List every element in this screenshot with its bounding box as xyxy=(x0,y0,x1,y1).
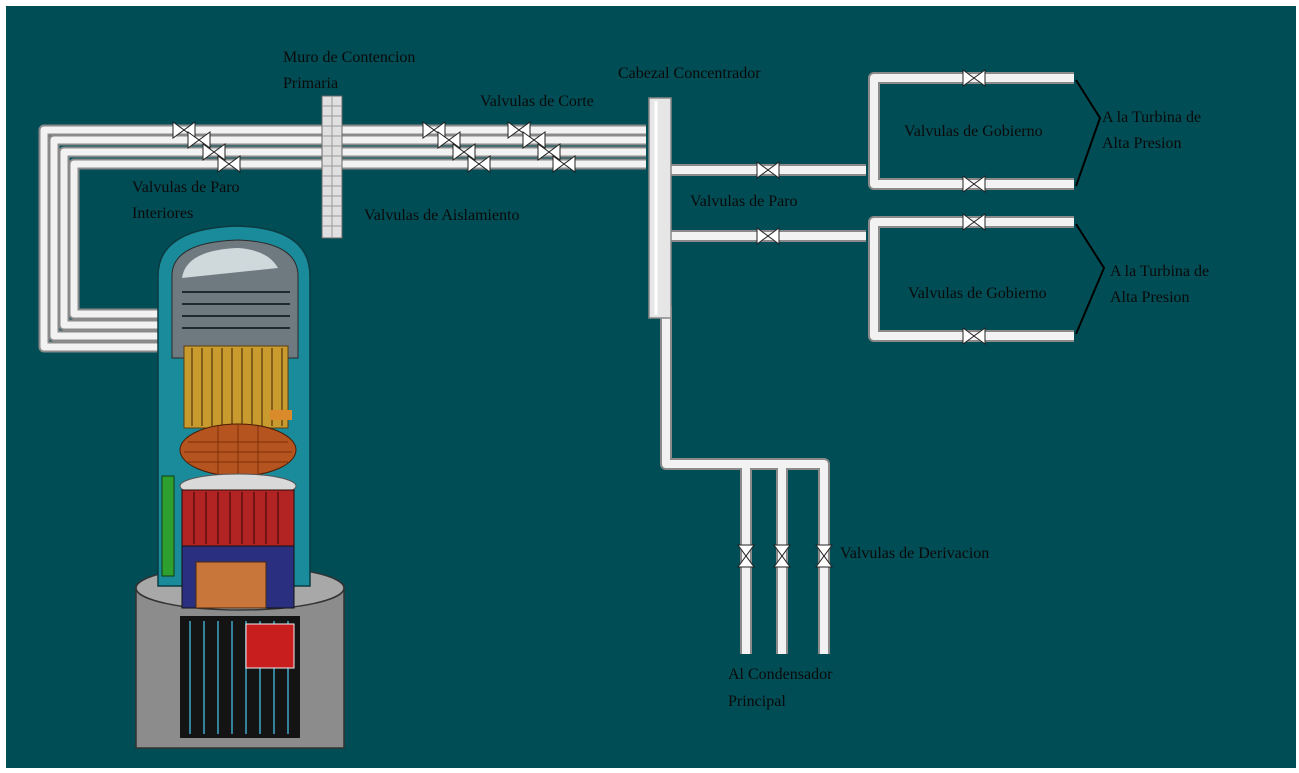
diagram-canvas: Muro de Contencion Primaria Cabezal Conc… xyxy=(6,6,1296,768)
reactor-vessel xyxy=(135,225,345,749)
isolation-valves-label: Valvulas de Aislamiento xyxy=(364,207,520,224)
steam-header xyxy=(648,97,672,319)
labels: Muro de Contencion Primaria Cabezal Conc… xyxy=(132,49,1209,710)
turbine-bottom-label-2: Alta Presion xyxy=(1110,289,1190,306)
governor-valves-bottom-label: Valvulas de Gobierno xyxy=(908,285,1047,302)
turbine-top-label-1: A la Turbina de xyxy=(1102,109,1201,126)
governor-valves-top-label: Valvulas de Gobierno xyxy=(904,123,1043,140)
turbine-connectors xyxy=(1075,79,1106,335)
inner-stop-valves-label-1: Valvulas de Paro xyxy=(132,179,240,196)
inner-stop-valves-label-2: Interiores xyxy=(132,205,193,222)
bypass-valves-label: Valvulas de Derivacion xyxy=(840,545,989,562)
main-steam-lines xyxy=(38,124,646,353)
condenser-label-2: Principal xyxy=(728,693,786,710)
turbine-top-label-2: Alta Presion xyxy=(1102,135,1182,152)
turbine-bottom-label-1: A la Turbina de xyxy=(1110,263,1209,280)
stop-valves-label: Valvulas de Paro xyxy=(690,193,798,210)
steam-system-diagram: Muro de Contencion Primaria Cabezal Conc… xyxy=(6,6,1296,768)
containment-wall-label-1: Muro de Contencion xyxy=(283,49,415,66)
containment-wall xyxy=(321,95,343,239)
header-label: Cabezal Concentrador xyxy=(618,65,761,82)
condenser-label-1: Al Condensador xyxy=(728,666,833,683)
containment-wall-label-2: Primaria xyxy=(283,75,338,92)
shutoff-valves-label: Valvulas de Corte xyxy=(480,93,594,110)
